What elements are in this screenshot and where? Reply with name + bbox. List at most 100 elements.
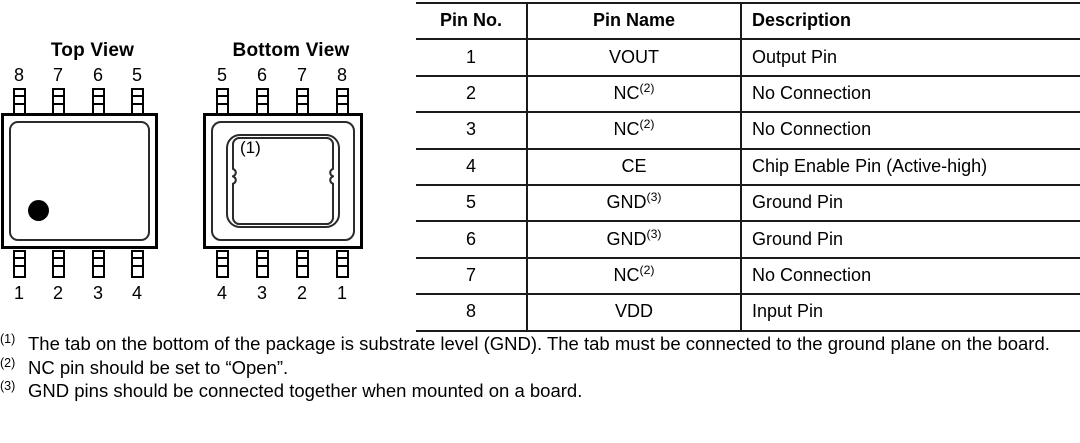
- bv-lead-1: [335, 250, 349, 278]
- footnote-2: (2) NC pin should be set to “Open”.: [0, 355, 1080, 380]
- lead-5: [130, 88, 144, 116]
- cell-pin-name: NC(2): [526, 74, 742, 114]
- pin-label-3: 3: [92, 283, 103, 303]
- cell-pin-name: GND(3): [526, 220, 742, 259]
- table-row: 5 GND(3) Ground Pin: [416, 183, 1080, 223]
- bv-lead-5: [215, 88, 229, 116]
- footnote-3-text: GND pins should be connected together wh…: [28, 380, 583, 402]
- top-view-lower-pin-labels: 1 2 3 4: [0, 283, 185, 303]
- pin-name-text: NC: [613, 119, 640, 140]
- footnote-1-text: The tab on the bottom of the package is …: [28, 333, 1050, 354]
- cell-pin-name: NC(2): [526, 111, 742, 150]
- pin-name-footnote-ref: (2): [639, 81, 655, 96]
- table-body: 1 VOUT Output Pin 2 NC(2) No Connection …: [416, 38, 1080, 332]
- footnote-1-marker: (1): [0, 332, 16, 346]
- table-row: 1 VOUT Output Pin: [416, 38, 1080, 77]
- bv-pin-label-4: 4: [216, 283, 227, 303]
- lead-8: [12, 88, 26, 116]
- top-view-package-body: [1, 113, 158, 249]
- cell-description: Ground Pin: [741, 220, 1080, 259]
- cell-description: Output Pin: [741, 38, 1080, 77]
- bottom-view-lower-pin-labels: 4 3 2 1: [196, 283, 386, 303]
- top-view-title: Top View: [50, 40, 135, 61]
- pin-name-text: NC: [613, 265, 640, 286]
- exposed-pad-footnote-label: (1): [240, 138, 261, 157]
- table-row: 3 NC(2) No Connection: [416, 111, 1080, 150]
- pin-description-table: Pin No. Pin Name Description 1 VOUT Outp…: [416, 1, 1080, 332]
- cell-description: Input Pin: [741, 293, 1080, 332]
- top-view-package-body-outline: [9, 121, 150, 241]
- pin-label-2: 2: [52, 283, 63, 303]
- cell-pin-name: VOUT: [526, 38, 742, 77]
- lead-1: [12, 250, 26, 278]
- cell-pin-name: GND(3): [526, 183, 742, 223]
- table-row: 8 VDD Input Pin: [416, 293, 1080, 332]
- cell-description: No Connection: [741, 111, 1080, 150]
- pin-label-6: 6: [92, 65, 103, 85]
- package-figures: Top View 8 7 6 5 1 2 3: [0, 0, 410, 325]
- cell-pin-no: 6: [416, 220, 527, 259]
- pin-name-text: GND: [606, 192, 647, 213]
- pin-label-5: 5: [131, 65, 142, 85]
- table-header-row: Pin No. Pin Name Description: [416, 1, 1080, 41]
- cell-pin-no: 3: [416, 111, 527, 150]
- cell-description: No Connection: [741, 256, 1080, 296]
- pin-name-text: CE: [621, 155, 647, 176]
- lead-6: [91, 88, 105, 116]
- bv-pin-label-6: 6: [256, 65, 267, 85]
- pin-label-8: 8: [13, 65, 24, 85]
- cell-pin-name: VDD: [526, 293, 742, 332]
- footnotes-block: (1) The tab on the bottom of the package…: [0, 332, 1080, 404]
- pin-name-footnote-ref: (3): [646, 190, 662, 205]
- footnote-3-marker: (3): [0, 379, 16, 394]
- table-row: 6 GND(3) Ground Pin: [416, 220, 1080, 259]
- bv-lead-3: [255, 250, 269, 278]
- lead-3: [91, 250, 105, 278]
- cell-description: Chip Enable Pin (Active-high): [741, 147, 1080, 186]
- footnote-2-marker: (2): [0, 355, 16, 370]
- table-row: 2 NC(2) No Connection: [416, 74, 1080, 114]
- pin-name-footnote-ref: (2): [639, 263, 655, 278]
- cell-pin-no: 2: [416, 74, 527, 114]
- lead-7: [51, 88, 65, 116]
- column-header-pin-no: Pin No.: [416, 1, 527, 41]
- pin-1-marker-dot: [28, 200, 49, 221]
- cell-description: Ground Pin: [741, 183, 1080, 223]
- pin-name-text: VDD: [614, 301, 653, 322]
- cell-pin-no: 7: [416, 256, 527, 296]
- cell-pin-no: 8: [416, 293, 527, 332]
- pin-name-footnote-ref: (2): [639, 117, 655, 132]
- column-header-description: Description: [741, 1, 1080, 41]
- pin-name-text: NC: [613, 83, 640, 104]
- pin-name-text: GND: [606, 228, 647, 249]
- bottom-view-title: Bottom View: [232, 40, 350, 61]
- footnote-2-text: NC pin should be set to “Open”.: [28, 356, 289, 378]
- bv-lead-8: [335, 88, 349, 116]
- top-view-upper-pin-labels: 8 7 6 5: [0, 65, 185, 85]
- cell-pin-name: CE: [526, 147, 742, 186]
- column-header-pin-name: Pin Name: [526, 1, 742, 41]
- bv-pin-label-1: 1: [336, 283, 347, 303]
- lead-2: [51, 250, 65, 278]
- pin-label-1: 1: [13, 283, 24, 303]
- bv-lead-7: [295, 88, 309, 116]
- bv-pin-label-3: 3: [256, 283, 267, 303]
- pin-label-7: 7: [52, 65, 63, 85]
- cell-description: No Connection: [741, 74, 1080, 114]
- cell-pin-no: 4: [416, 147, 527, 186]
- exposed-thermal-pad: (1): [232, 137, 334, 225]
- bv-pin-label-2: 2: [296, 283, 307, 303]
- cell-pin-no: 5: [416, 183, 527, 223]
- table-row: 7 NC(2) No Connection: [416, 256, 1080, 296]
- bottom-view-package-body: (1): [203, 113, 363, 249]
- footnote-3: (3) GND pins should be connected togethe…: [0, 379, 1080, 403]
- table-header: Pin No. Pin Name Description: [416, 1, 1080, 41]
- top-view-figure: Top View 8 7 6 5 1 2 3: [0, 0, 185, 325]
- bottom-view-figure: Bottom View 5 6 7 8 (1): [196, 0, 386, 325]
- bv-lead-6: [255, 88, 269, 116]
- bv-pin-label-7: 7: [296, 65, 307, 85]
- pin-name-footnote-ref: (3): [646, 226, 662, 241]
- table-row: 4 CE Chip Enable Pin (Active-high): [416, 147, 1080, 186]
- cell-pin-name: NC(2): [526, 256, 742, 296]
- pin-label-4: 4: [131, 283, 142, 303]
